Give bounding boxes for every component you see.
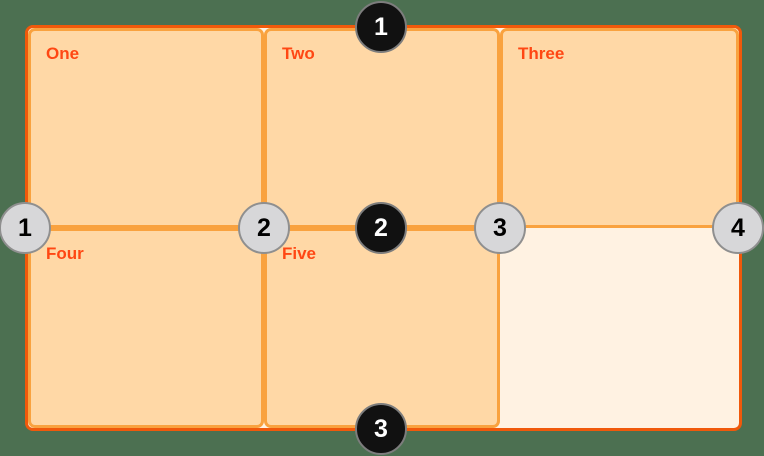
empty-grid-cell bbox=[500, 228, 739, 428]
row-line-badge-1: 1 bbox=[355, 1, 407, 53]
row-line-number: 2 bbox=[374, 213, 388, 242]
column-line-badge-3: 3 bbox=[474, 202, 526, 254]
grid-cell-three: Three bbox=[500, 28, 739, 228]
column-line-number: 3 bbox=[493, 213, 507, 242]
cell-label: One bbox=[46, 44, 80, 63]
row-line-badge-3: 3 bbox=[355, 403, 407, 455]
row-line-badge-2: 2 bbox=[355, 202, 407, 254]
column-line-badge-4: 4 bbox=[712, 202, 764, 254]
cell-label: Four bbox=[46, 244, 84, 263]
cell-label: Two bbox=[282, 44, 315, 63]
grid-cell-four: Four bbox=[28, 228, 264, 428]
row-line-number: 1 bbox=[374, 12, 388, 41]
column-line-number: 4 bbox=[731, 213, 745, 242]
column-line-number: 2 bbox=[257, 213, 271, 242]
cell-label: Three bbox=[518, 44, 565, 63]
grid-cell-five: Five bbox=[264, 228, 500, 428]
column-line-number: 1 bbox=[18, 213, 32, 242]
grid-cell-one: One bbox=[28, 28, 264, 228]
grid-cell-two: Two bbox=[264, 28, 500, 228]
grid-container: One Two Three Four Five bbox=[25, 25, 742, 431]
cell-label: Five bbox=[282, 244, 317, 263]
column-line-badge-2: 2 bbox=[238, 202, 290, 254]
column-line-badge-1: 1 bbox=[0, 202, 51, 254]
row-line-number: 3 bbox=[374, 414, 388, 443]
